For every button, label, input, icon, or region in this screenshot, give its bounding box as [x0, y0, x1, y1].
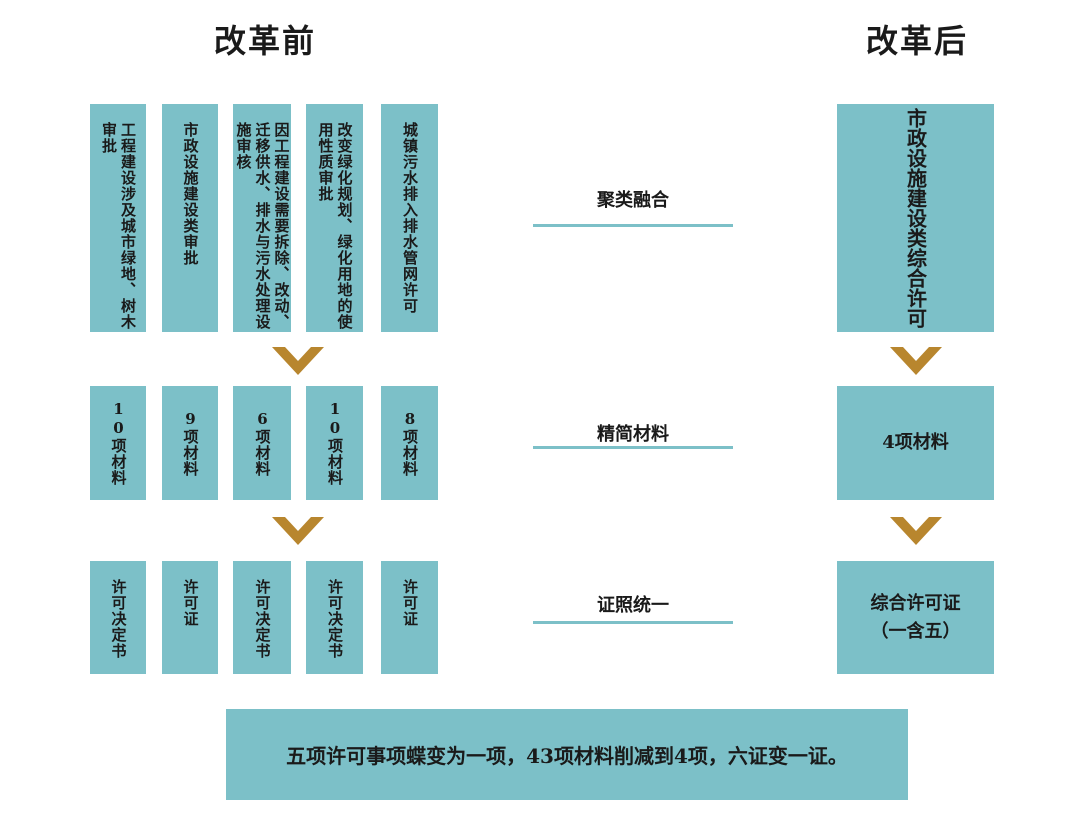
before-material-box: 9项材料 [162, 386, 218, 500]
before-certificate-box: 许可证 [162, 561, 218, 674]
before-permit-box: 市政设施建设类审批 [162, 104, 218, 332]
before-permit-box: 工程建设涉及城市绿地、树木审批 [90, 104, 146, 332]
before-material-text: 8项材料 [401, 409, 419, 477]
before-permit-box: 城镇污水排入排水管网许可 [381, 104, 438, 332]
simplify-label: 精简材料 [597, 424, 669, 445]
before-permit-box: 因工程建设需要拆除、改动、迁移供水、排水与污水处理设施审核 [233, 104, 291, 332]
before-material-box: 10项材料 [306, 386, 363, 500]
merge-divider [533, 224, 733, 227]
before-material-box: 10项材料 [90, 386, 146, 500]
after-certificate-text: 综合许可证 （一含五） [870, 592, 961, 642]
before-material-text: 10项材料 [326, 400, 344, 486]
heading-after: 改革后 [866, 22, 969, 60]
before-material-text: 10项材料 [109, 400, 128, 486]
merge-label: 聚类融合 [597, 190, 669, 211]
before-certificate-text: 许可证 [401, 579, 419, 627]
before-certificate-box: 许可决定书 [233, 561, 291, 674]
summary-banner: 五项许可事项蝶变为一项，43项材料削减到4项，六证变一证。 [226, 709, 908, 800]
before-certificate-text: 许可证 [181, 579, 200, 627]
summary-text: 五项许可事项蝶变为一项，43项材料削减到4项，六证变一证。 [286, 744, 848, 768]
simplify-divider [533, 446, 733, 449]
after-permit-box: 市政设施建设类综合许可 [837, 104, 994, 332]
chevron-down-icon [272, 347, 324, 375]
chevron-down-icon [890, 347, 942, 375]
before-permit-text: 因工程建设需要拆除、改动、迁移供水、排水与污水处理设施审核 [234, 122, 291, 330]
before-certificate-box: 许可决定书 [90, 561, 146, 674]
heading-before: 改革前 [214, 22, 317, 60]
before-certificate-box: 许可证 [381, 561, 438, 674]
unify-divider [533, 621, 733, 624]
before-material-box: 8项材料 [381, 386, 438, 500]
before-material-text: 9项材料 [181, 409, 200, 477]
before-permit-text: 城镇污水排入排水管网许可 [401, 122, 419, 314]
before-material-box: 6项材料 [233, 386, 291, 500]
after-material-box: 4项材料 [837, 386, 994, 500]
after-certificate-box: 综合许可证 （一含五） [837, 561, 994, 674]
chevron-down-icon [272, 517, 324, 545]
before-material-text: 6项材料 [253, 409, 272, 477]
before-permit-text: 改变绿化规划、绿化用地的使用性质审批 [316, 122, 354, 330]
before-certificate-text: 许可决定书 [253, 579, 272, 659]
before-permit-box: 改变绿化规划、绿化用地的使用性质审批 [306, 104, 363, 332]
after-material-text: 4项材料 [882, 432, 949, 453]
chevron-down-icon [890, 517, 942, 545]
before-certificate-box: 许可决定书 [306, 561, 363, 674]
before-certificate-text: 许可决定书 [326, 579, 344, 659]
before-certificate-text: 许可决定书 [109, 579, 128, 659]
unify-label: 证照统一 [597, 595, 669, 616]
before-permit-text: 工程建设涉及城市绿地、树木审批 [100, 122, 137, 330]
after-permit-text: 市政设施建设类综合许可 [903, 108, 928, 328]
before-permit-text: 市政设施建设类审批 [181, 122, 200, 266]
